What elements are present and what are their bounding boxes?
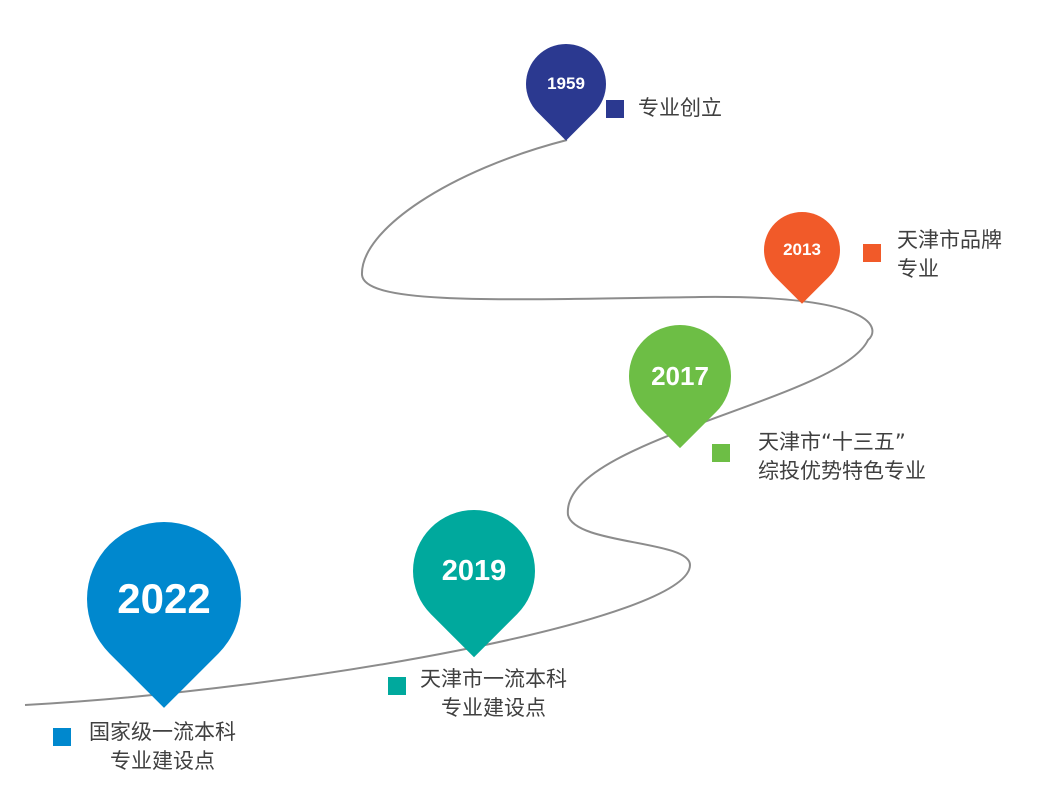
pin-2013: 2013: [748, 196, 856, 304]
year-label: 2022: [117, 575, 211, 622]
milestone-label: 专业创立: [638, 94, 722, 123]
label-line: 天津市一流本科: [420, 667, 567, 691]
milestone-label: 天津市一流本科 专业建设点: [420, 665, 567, 723]
label-line: 天津市品牌: [897, 228, 1002, 252]
legend-square: [606, 100, 624, 118]
label-line: 天津市“十三五”: [758, 430, 906, 454]
year-label: 1959: [547, 74, 585, 93]
label-line: 专业建设点: [110, 749, 215, 773]
milestone-label: 国家级一流本科 专业建设点: [89, 718, 236, 776]
milestone-label: 天津市“十三五” 综投优势特色专业: [758, 428, 926, 486]
label-line: 专业: [897, 257, 939, 281]
year-label: 2019: [441, 554, 507, 587]
pin-2019: 2019: [387, 484, 561, 658]
label-line: 国家级一流本科: [89, 720, 236, 744]
milestone-label: 天津市品牌 专业: [897, 226, 1002, 284]
pin-2017: 2017: [607, 303, 753, 449]
label-line: 专业建设点: [441, 696, 546, 720]
legend-square: [388, 677, 406, 695]
legend-square: [712, 444, 730, 462]
pin-2022: 2022: [55, 490, 273, 708]
label-line: 专业创立: [638, 96, 722, 120]
year-label: 2017: [651, 360, 709, 391]
year-label: 2013: [783, 240, 821, 259]
pin-1959: 1959: [509, 27, 623, 141]
legend-square: [863, 244, 881, 262]
label-line: 综投优势特色专业: [758, 459, 926, 483]
legend-square: [53, 728, 71, 746]
